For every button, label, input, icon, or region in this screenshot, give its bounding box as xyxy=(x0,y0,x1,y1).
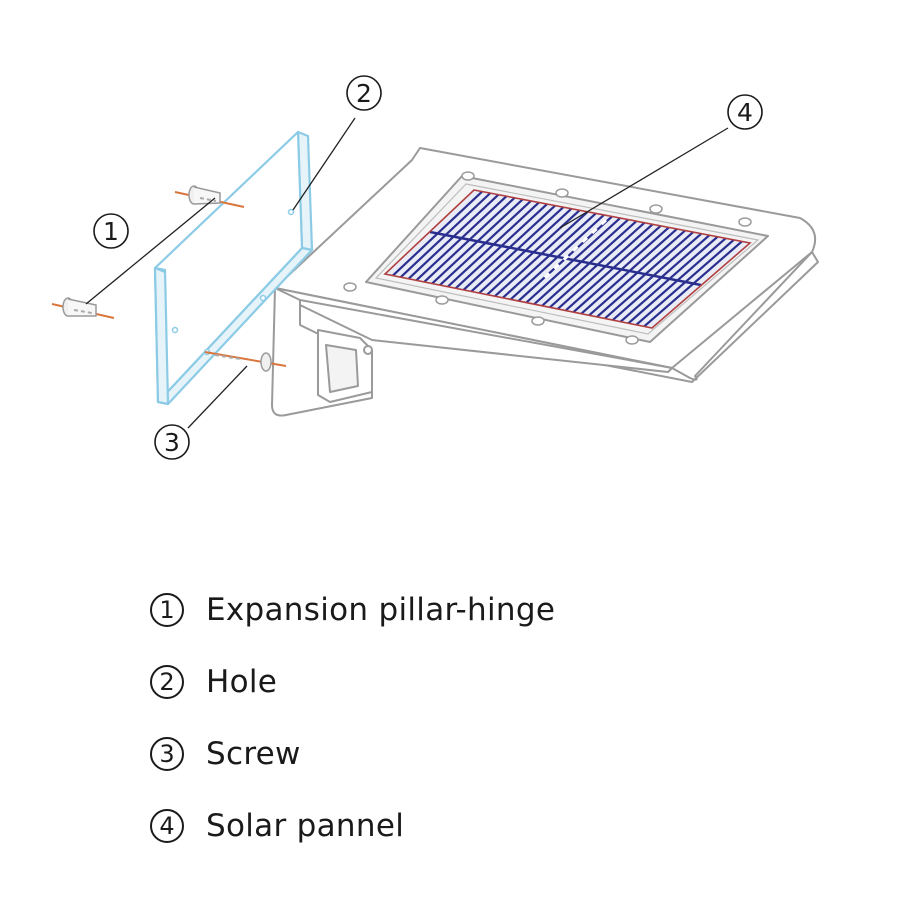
panel-center-dash xyxy=(538,218,608,284)
legend-label: Hole xyxy=(206,664,278,700)
mounting-arm xyxy=(299,299,673,373)
legend-number: 3 xyxy=(150,737,184,771)
legend-number: 1 xyxy=(150,593,184,627)
installation-diagram: 1 2 3 4 xyxy=(51,75,819,460)
legend-item-screw: 3 Screw xyxy=(150,734,750,774)
callout-3: 3 xyxy=(154,424,190,460)
callout-2: 2 xyxy=(346,75,382,111)
expansion-pillar-lower xyxy=(51,297,115,319)
legend-label: Expansion pillar-hinge xyxy=(206,592,556,628)
legend-label: Screw xyxy=(206,736,301,772)
legend-number: 2 xyxy=(150,665,184,699)
leader-lines xyxy=(85,117,729,429)
legend-item-expansion-pillar-hinge: 1 Expansion pillar-hinge xyxy=(150,590,750,630)
callout-1-number: 1 xyxy=(103,217,119,246)
callout-1: 1 xyxy=(93,213,129,249)
leader-line-2 xyxy=(292,117,356,211)
bracket-holes xyxy=(171,208,295,356)
panel-border xyxy=(383,189,752,329)
sensor-dot xyxy=(363,345,373,355)
callout-2-number: 2 xyxy=(356,79,372,108)
callout-4: 4 xyxy=(727,94,763,130)
solar-panel xyxy=(383,189,752,329)
panel-recess-inner xyxy=(374,183,760,335)
callout-3-number: 3 xyxy=(164,428,180,457)
legend-label: Solar pannel xyxy=(206,808,405,844)
wall-bracket xyxy=(153,130,314,406)
leader-line-3 xyxy=(187,365,248,429)
sensor-window xyxy=(325,344,359,393)
frame-rivets xyxy=(343,171,752,345)
legend-number: 4 xyxy=(150,809,184,843)
legend-item-hole: 2 Hole xyxy=(150,662,750,702)
leader-line-1 xyxy=(85,197,216,305)
hole-marker xyxy=(287,208,295,216)
bracket-left-edge xyxy=(153,266,170,406)
legend-item-solar-pannel: 4 Solar pannel xyxy=(150,806,750,846)
callout-4-number: 4 xyxy=(737,98,753,127)
legend: 1 Expansion pillar-hinge 2 Hole 3 Screw … xyxy=(150,590,750,878)
screw xyxy=(204,351,287,372)
leader-line-4 xyxy=(559,127,729,229)
